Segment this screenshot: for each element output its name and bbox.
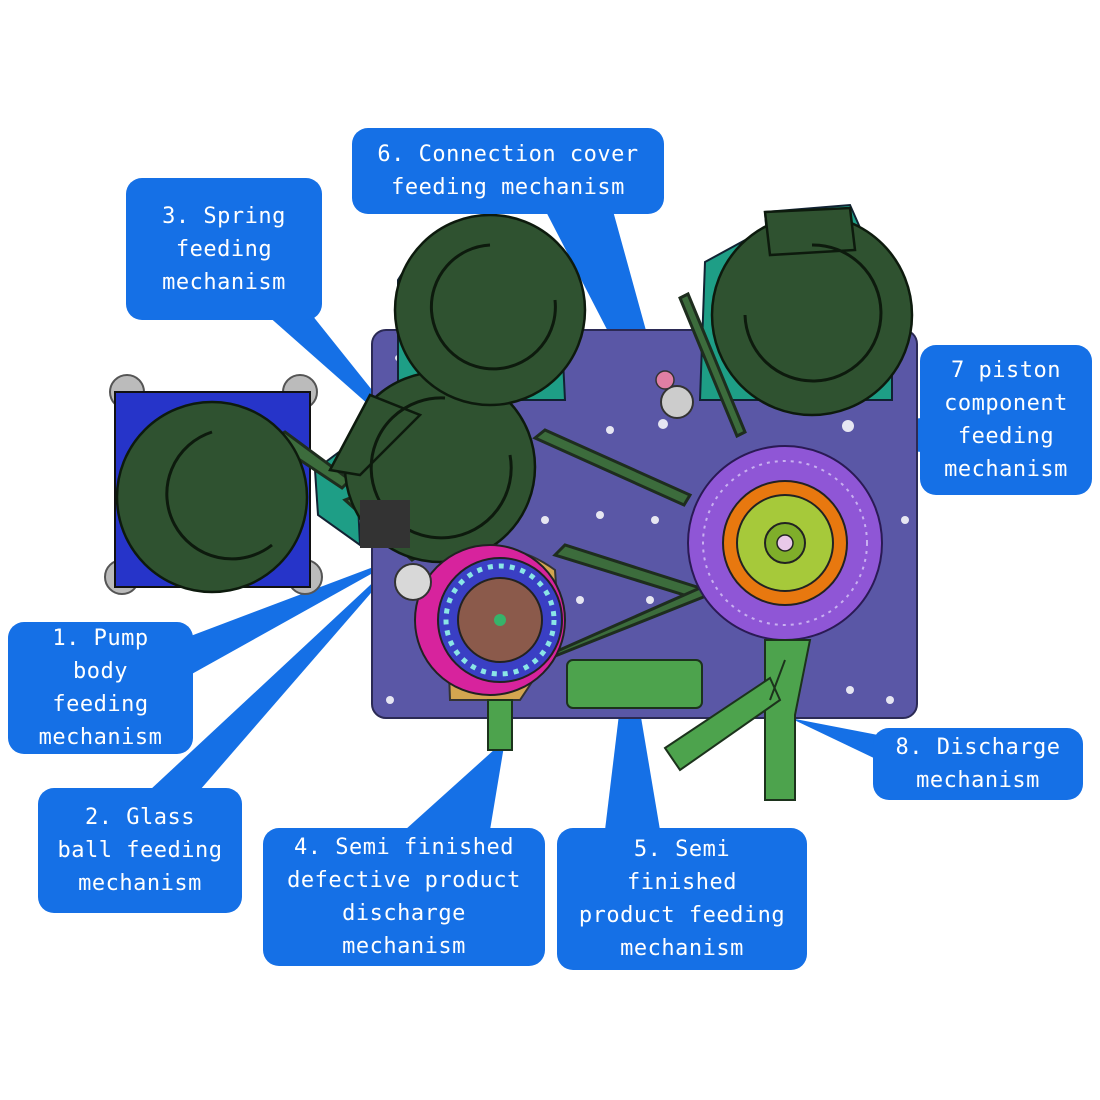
callout-pump-body-feeding: 1. Pump body feeding mechanism (8, 622, 193, 754)
pointer-semi (605, 640, 660, 830)
pink-motor (655, 370, 675, 390)
roller-wheel (660, 385, 694, 419)
callout-semi-finished-defective-discharge-text: 4. Semi finished defective product disch… (287, 835, 521, 959)
vibratory-bowls (115, 206, 914, 594)
callout-semi-finished-product-feeding: 5. Semi finished product feeding mechani… (557, 828, 807, 970)
base-plate-holes (386, 355, 909, 704)
glass-ball-wheel (394, 563, 432, 601)
pump-body-bowl (115, 400, 309, 594)
pointer-pump (180, 555, 405, 675)
callout-discharge-mechanism-text: 8. Discharge mechanism (895, 735, 1061, 793)
right-turntable (687, 445, 883, 641)
callout-glass-ball-feeding: 2. Glass ball feeding mechanism (38, 788, 242, 913)
callout-piston-component-feeding: 7 piston component feeding mechanism (920, 345, 1092, 495)
callout-connection-cover-feeding-text: 6. Connection cover feeding mechanism (377, 142, 639, 200)
callout-discharge-mechanism: 8. Discharge mechanism (873, 728, 1083, 800)
semi-finished-feeding-box (566, 659, 703, 709)
callout-glass-ball-feeding-text: 2. Glass ball feeding mechanism (57, 805, 223, 896)
left-turntable (394, 544, 566, 701)
pointer-discharge (790, 718, 878, 760)
pointer-glass (150, 548, 410, 790)
callout-spring-feeding: 3. Spring feeding mechanism (126, 178, 322, 320)
connection-cover-bowl (393, 213, 587, 407)
callout-pump-body-feeding-text: 1. Pump body feeding mechanism (38, 626, 163, 750)
callout-semi-finished-defective-discharge: 4. Semi finished defective product disch… (263, 828, 545, 966)
callout-piston-component-feeding-text: 7 piston component feeding mechanism (944, 358, 1068, 482)
discharge-chute (663, 639, 812, 801)
defective-discharge-chute (487, 699, 513, 751)
callout-connection-cover-feeding: 6. Connection cover feeding mechanism (352, 128, 664, 214)
callout-semi-finished-product-feeding-text: 5. Semi finished product feeding mechani… (578, 837, 786, 961)
callout-spring-feeding-text: 3. Spring feeding mechanism (162, 203, 286, 295)
spring-bracket (360, 500, 410, 548)
pointer-defective (405, 740, 505, 830)
